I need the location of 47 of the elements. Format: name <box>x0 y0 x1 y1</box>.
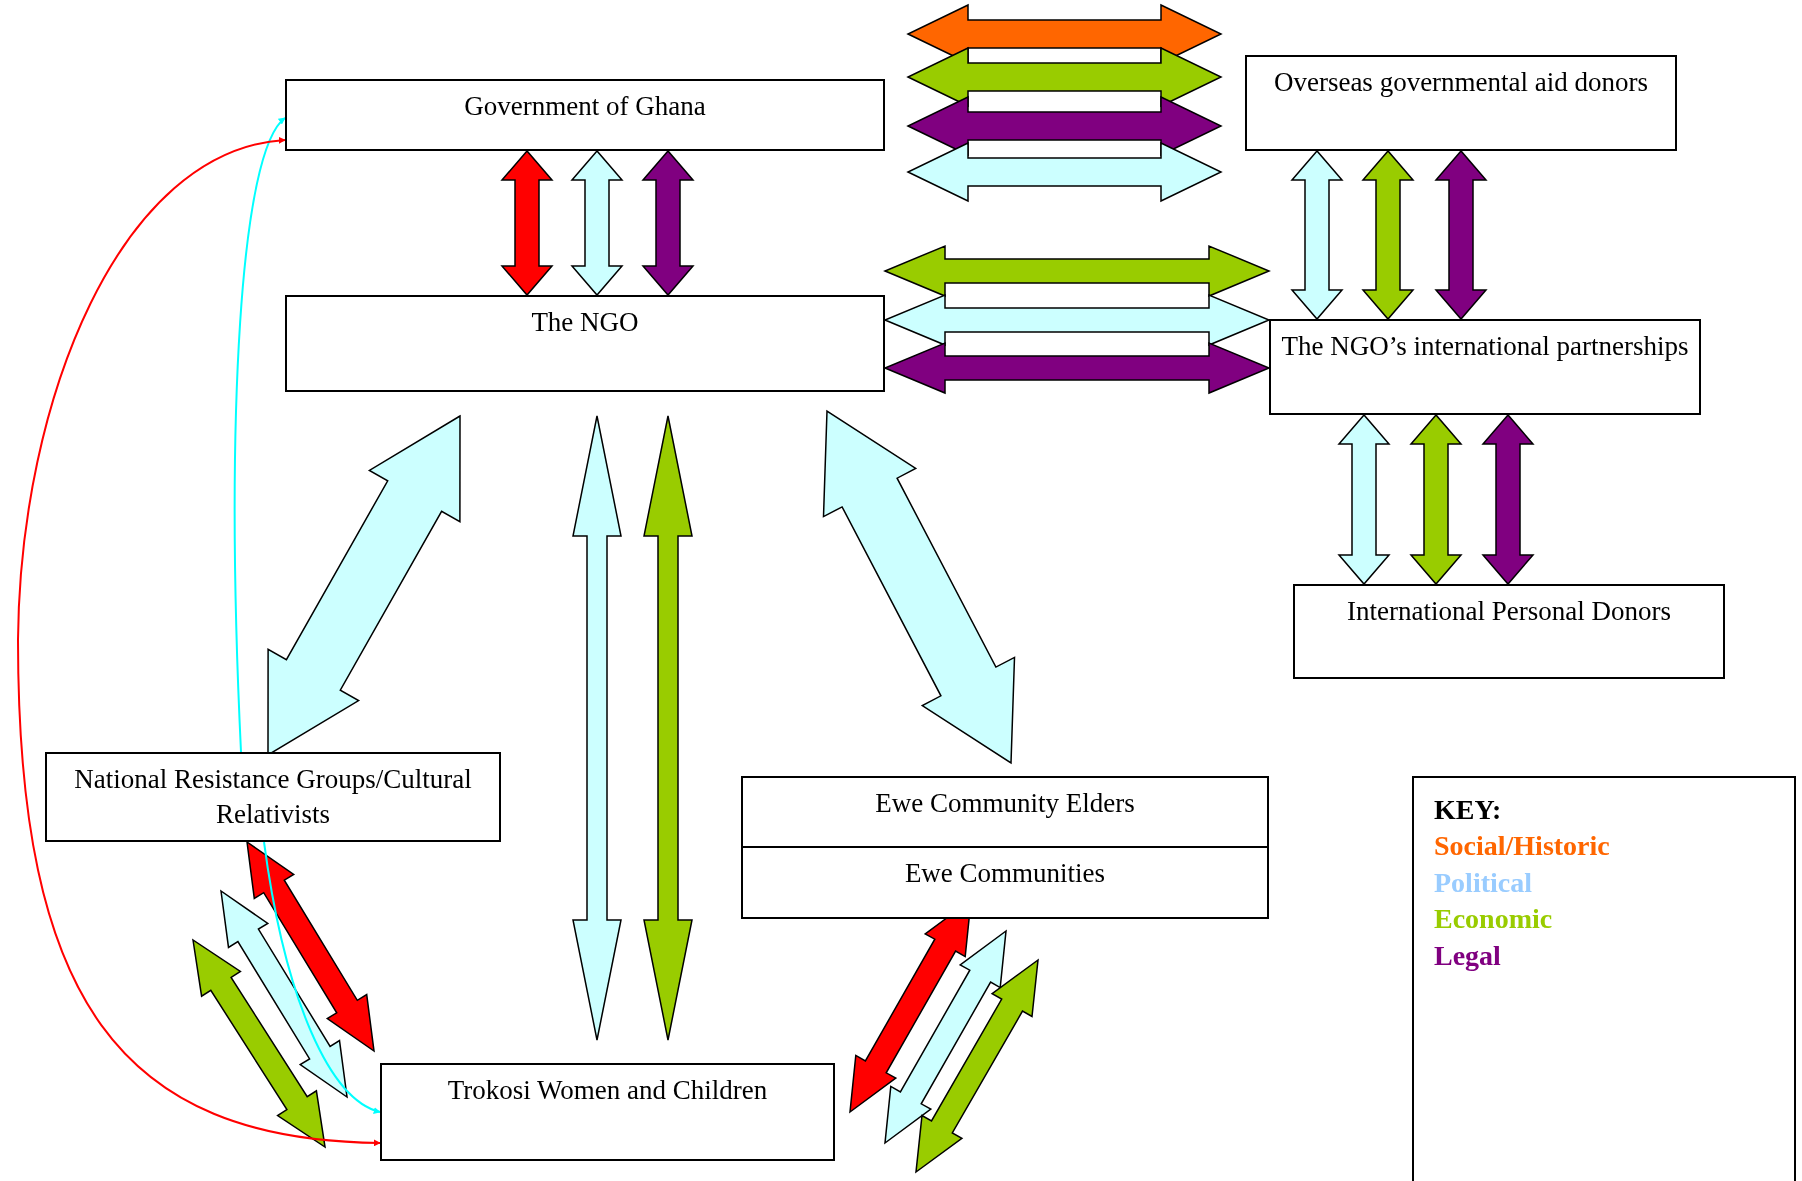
entity-label: Overseas governmental aid donors <box>1273 66 1649 99</box>
block-arrow <box>641 149 695 297</box>
entity-box <box>1293 584 1725 679</box>
entity-box <box>285 79 885 151</box>
entity-box <box>45 752 501 843</box>
block-arrow <box>906 141 1223 203</box>
block-arrow <box>500 149 554 297</box>
block-arrow <box>643 415 693 1041</box>
block-arrow <box>883 341 1271 395</box>
legend-item: Economic <box>1434 902 1554 937</box>
legend-item: Legal <box>1434 938 1502 973</box>
block-arrow <box>1361 149 1415 321</box>
entity-label: Ewe Communities <box>904 857 1106 890</box>
curved-arrow <box>233 117 286 753</box>
entity-box <box>1245 55 1677 151</box>
block-arrow <box>572 415 622 1041</box>
block-arrow <box>570 149 624 297</box>
entity-box <box>741 846 1269 919</box>
block-arrow <box>1337 413 1391 586</box>
block-arrow <box>883 293 1271 347</box>
legend-item: Social/Historic <box>1434 829 1611 864</box>
entity-box <box>741 776 1269 848</box>
curved-arrow <box>263 841 381 1113</box>
block-arrow <box>220 889 348 1099</box>
block-arrow <box>1290 149 1344 321</box>
curved-arrow <box>17 137 381 1147</box>
entity-label: The NGO <box>531 306 639 339</box>
entity-label: Ewe Community Elders <box>875 787 1135 820</box>
block-arrow <box>192 938 326 1149</box>
entity-label: Trokosi Women and Children <box>447 1074 768 1107</box>
block-arrow <box>246 840 375 1053</box>
entity-label: Government of Ghana <box>464 90 706 123</box>
entity-box <box>1269 319 1701 415</box>
block-arrow <box>1481 413 1535 586</box>
entity-box <box>285 295 885 392</box>
block-arrow <box>822 409 1016 765</box>
legend-item: Political <box>1434 865 1533 900</box>
block-arrow <box>883 244 1271 298</box>
entity-label: National Resistance Groups/Cultural Relativists <box>73 763 473 832</box>
legend-title: KEY: <box>1434 793 1503 827</box>
block-arrow <box>884 929 1007 1145</box>
entity-box <box>380 1063 835 1161</box>
entity-label: International Personal Donors <box>1347 595 1671 628</box>
block-arrow <box>1409 413 1463 586</box>
block-arrow <box>915 958 1039 1174</box>
entity-label: The NGO’s international partnerships <box>1281 330 1689 363</box>
block-arrow <box>1434 149 1488 321</box>
